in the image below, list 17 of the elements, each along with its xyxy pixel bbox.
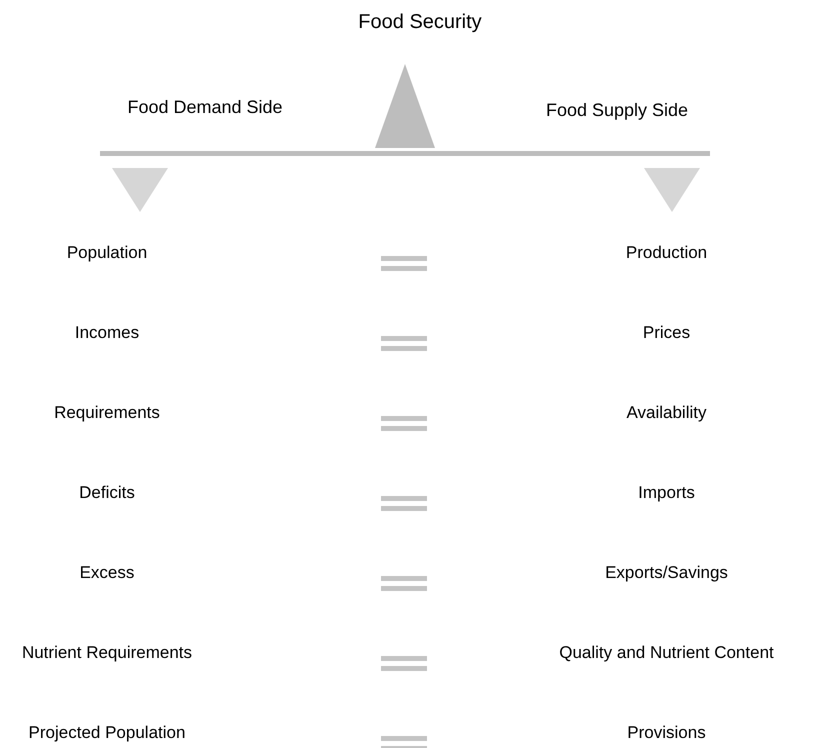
supply-factor: Availability <box>625 402 708 424</box>
side-heading: Food Demand Side <box>126 96 284 119</box>
side-heading: Food Supply Side <box>544 99 690 122</box>
supply-factor: Imports <box>637 482 696 504</box>
supply-factor: Exports/Savings <box>604 562 729 584</box>
supply-factor: Production <box>624 242 708 264</box>
demand-factor: Projected Population <box>28 722 186 744</box>
title: Food Security <box>357 10 483 35</box>
demand-factor: Requirements <box>53 402 161 424</box>
supply-factor: Prices <box>642 322 692 344</box>
demand-factor: Nutrient Requirements <box>20 642 194 664</box>
demand-factor: Incomes <box>74 322 140 344</box>
supply-factor: Provisions <box>626 722 707 744</box>
demand-factor: Excess <box>78 562 136 584</box>
demand-factor: Deficits <box>78 482 136 504</box>
demand-factor: Population <box>66 242 148 264</box>
supply-factor: Quality and Nutrient Content <box>558 642 775 664</box>
